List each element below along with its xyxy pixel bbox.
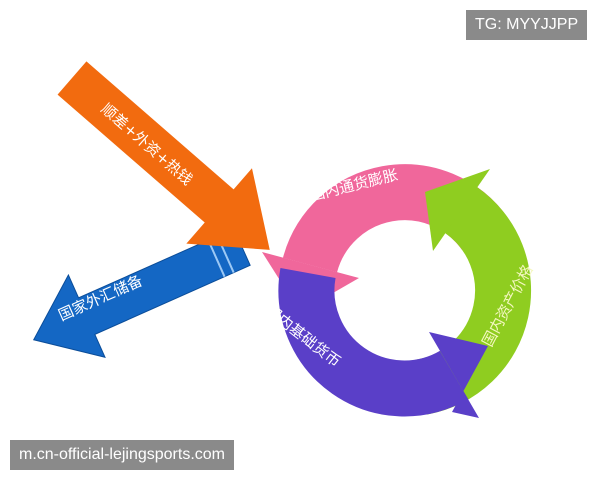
cycle-base-money: 国内基础货币 bbox=[262, 268, 488, 418]
watermark-top: TG: MYYJJPP bbox=[466, 10, 588, 40]
inflow-arrow: 顺差+外资+热钱 bbox=[57, 61, 270, 250]
inflow-arrow-shape bbox=[57, 61, 270, 250]
watermark-bottom: m.cn-official-lejingsports.com bbox=[10, 440, 234, 470]
